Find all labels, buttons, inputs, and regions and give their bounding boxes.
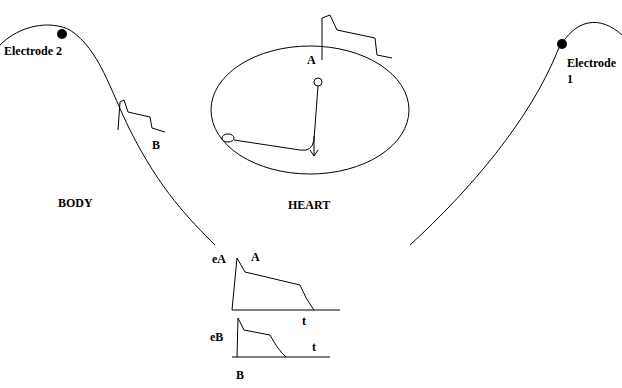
diagram-label: A (251, 250, 260, 266)
waveform (237, 318, 286, 357)
time-axis (232, 357, 330, 358)
heart-ellipse (211, 46, 409, 174)
heart-outline: AHEART (210, 45, 410, 175)
waveform (118, 100, 165, 132)
diagram-label: eA (212, 252, 226, 268)
body-outline (410, 22, 622, 245)
diagram-label: Electrode 2 (4, 44, 68, 60)
time-axis (232, 310, 340, 311)
region-label: A (307, 53, 316, 69)
waveform (232, 258, 314, 310)
arrow-symbol (310, 136, 318, 156)
diagram-label: eB (210, 330, 223, 346)
conduction-path (234, 86, 318, 150)
diagram-label: Electrode 1 (567, 56, 619, 87)
diagram-label: B (152, 138, 160, 154)
diagram-label: B (236, 368, 244, 384)
body-outline (0, 25, 215, 245)
diagram-label: BODY (58, 196, 93, 212)
organ-label: HEART (288, 198, 330, 214)
electrode-dot (57, 29, 67, 39)
electrode-dot (557, 39, 567, 49)
diagram-label: t (302, 314, 306, 330)
node-point (314, 78, 322, 86)
diagram-label: t (312, 340, 316, 356)
